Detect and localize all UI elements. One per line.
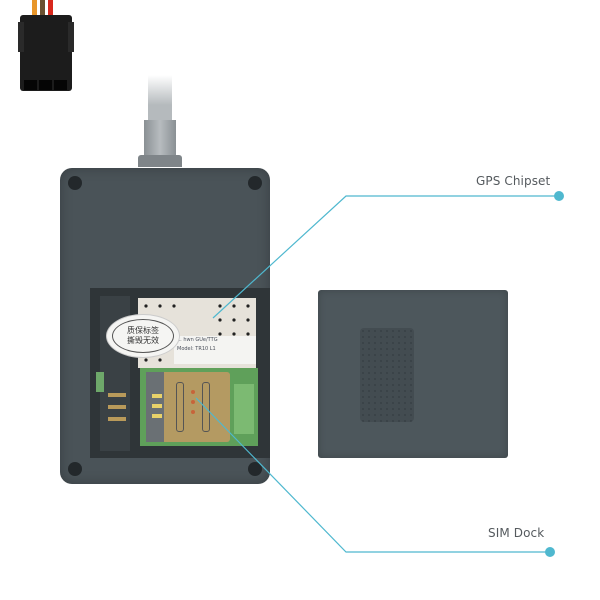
screw-hole <box>68 176 82 190</box>
wire-connector <box>18 0 74 96</box>
strain-relief <box>144 120 176 160</box>
gps-callout-dot <box>554 191 564 201</box>
gps-module-dots <box>144 304 250 362</box>
screw-hole <box>248 176 262 190</box>
pcb-board <box>140 368 258 446</box>
warranty-sticker: 质保标签 撕毁无效 <box>106 314 180 358</box>
sim-dock <box>146 372 230 442</box>
screw-hole <box>68 462 82 476</box>
sim-leader-line <box>195 397 549 553</box>
battery-compartment: ... hwn GUe/TTG Model: TR10 L1 质保标签 撕毁无效 <box>90 288 270 458</box>
gps-leader-line <box>212 195 558 319</box>
device-body: ... hwn GUe/TTG Model: TR10 L1 质保标签 撕毁无效 <box>60 168 270 484</box>
sim-callout-dot <box>545 547 555 557</box>
grip-pad <box>360 328 414 422</box>
cable <box>148 75 172 125</box>
wire-brown <box>40 0 45 18</box>
back-cover <box>318 290 508 458</box>
screw-hole <box>248 462 262 476</box>
spring-contacts <box>108 393 126 433</box>
wire-red <box>48 0 53 18</box>
module-label-line2: Model: TR10 L1 <box>177 346 216 352</box>
wire-orange <box>32 0 37 18</box>
gps-chipset-label: GPS Chipset <box>476 174 551 188</box>
sim-dock-label: SIM Dock <box>488 526 545 540</box>
module-label-line1: ... hwn GUe/TTG <box>177 337 218 343</box>
module-label: ... hwn GUe/TTG Model: TR10 L1 <box>174 336 256 364</box>
